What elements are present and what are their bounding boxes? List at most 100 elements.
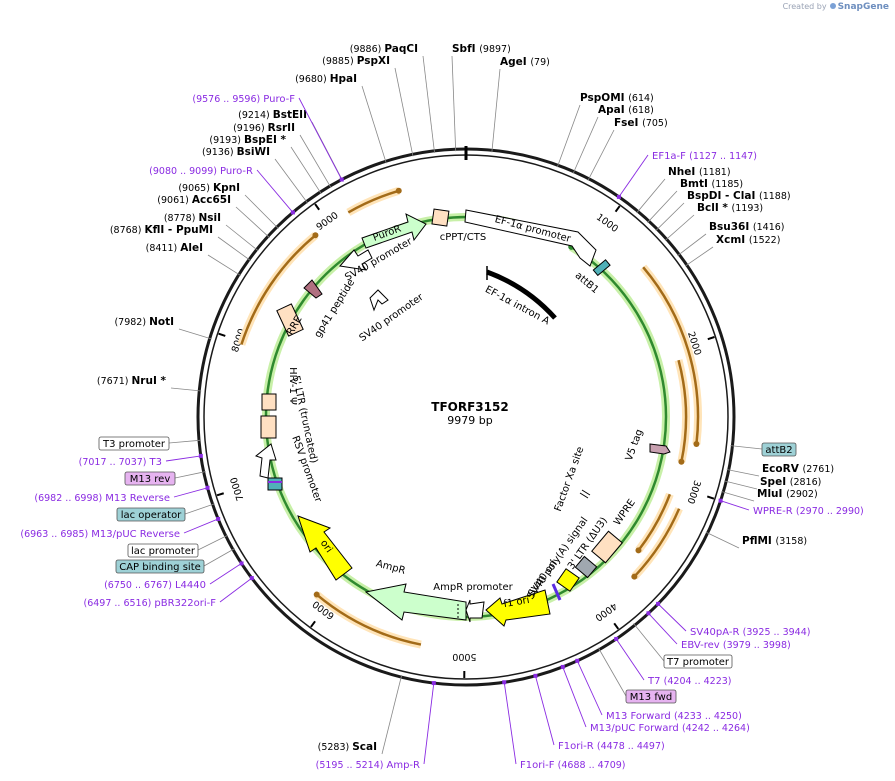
primer-label[interactable]: M13 Forward (4233 .. 4250) [606,711,742,722]
primer-mark [339,177,344,182]
tick-mark [707,336,715,341]
primer-leader-line [576,660,603,716]
box-leader-line [197,534,228,551]
restriction-site-label[interactable]: BspDI - ClaI (1188) [687,190,791,202]
site-leader-line [207,254,241,276]
tick-mark [614,205,621,213]
restriction-site-label[interactable]: (7671) NruI * [97,375,167,387]
boxed-feature-label[interactable]: T7 promoter [666,657,730,668]
box-leader-line [633,623,665,662]
snapgene-logo-icon [829,3,836,9]
primer-label[interactable]: (9080 .. 9099) Puro-R [149,166,253,177]
tick-label: 4000 [593,600,619,623]
primer-leader-line [165,455,201,462]
primer-mark [718,498,723,503]
feature-label[interactable]: V5 tag [624,428,646,463]
primer-label[interactable]: M13/pUC Forward (4242 .. 4264) [590,723,750,734]
box-leader-line [184,503,215,515]
restriction-site-label[interactable]: (8778) NsiI [164,212,221,224]
restriction-site-label[interactable]: (7982) NotI [114,316,174,328]
restriction-site-label[interactable]: FseI (705) [614,117,668,129]
site-leader-line [394,67,414,157]
restriction-site-label[interactable]: SpeI (2816) [760,476,821,488]
primer-label[interactable]: F1ori-F (4688 .. 4709) [520,760,626,771]
restriction-site-label[interactable]: (9065) KpnI [178,182,240,194]
feature-label[interactable]: f1 ori [503,595,531,610]
boxed-feature-label[interactable]: CAP binding site [119,562,201,573]
primer-label[interactable]: (7017 .. 7037) T3 [79,457,162,468]
feature-box [625,689,677,704]
restriction-site-label[interactable]: Bsu36I (1416) [709,221,785,233]
primer-leader-line [209,563,242,585]
restriction-site-label[interactable]: PflMI (3158) [742,535,807,547]
restriction-site-label[interactable]: (9193) BspEI * [209,134,286,146]
restriction-site-label[interactable]: MluI (2902) [757,488,818,500]
tick-mark [706,495,715,500]
restriction-site-label[interactable]: (9680) HpaI [295,73,357,85]
restriction-site-label[interactable]: (5283) ScaI [318,741,377,753]
restriction-site-label[interactable]: NheI (1181) [668,166,731,178]
site-leader-line [556,104,581,168]
orf-line [315,593,422,646]
primer-label[interactable]: (6497 .. 6516) pBR322ori-F [84,598,217,609]
orf-head [313,591,320,598]
feature-label[interactable]: HIV-1 Ψ [287,367,298,405]
restriction-site-label[interactable]: (9886) PaqCI [350,43,418,55]
site-leader-line [721,491,755,502]
primer-label[interactable]: SV40pA-R (3925 .. 3944) [690,627,810,638]
restriction-site-label[interactable]: XcmI (1522) [716,234,780,246]
primer-label[interactable]: (5195 .. 5214) Amp-R [316,760,420,771]
feature-box [124,471,176,486]
restriction-site-label[interactable]: BclI * (1193) [697,202,763,214]
restriction-site-label[interactable]: (9885) PspXI [322,55,390,67]
primer-label[interactable]: (6750 .. 6767) L4440 [104,580,206,591]
restriction-site-label[interactable]: SbfI (9897) [452,43,511,55]
tick-label: 7000 [229,476,247,502]
boxed-feature-label[interactable]: lac promoter [131,546,196,557]
primer-label[interactable]: EBV-rev (3979 .. 3998) [681,640,791,651]
orf-head [395,187,402,194]
boxed-feature-label[interactable]: attB2 [765,445,792,456]
site-leader-line [664,214,695,241]
box-leader-line [203,548,235,567]
restriction-site-label[interactable]: BmtI (1185) [680,178,743,190]
feature-label[interactable]: Factor Xa site [553,445,587,513]
boxed-feature-label[interactable]: lac operator [121,510,182,521]
feature-label[interactable]: cPPT/CTS [440,232,486,243]
restriction-site-label[interactable]: ApaI (618) [598,104,654,116]
primer-label[interactable]: (6982 .. 6998) M13 Reverse [34,493,170,504]
primer-label[interactable]: WPRE-R (2970 .. 2990) [753,506,864,517]
restriction-site-label[interactable]: (8411) AleI [146,242,203,254]
primer-label[interactable]: (9576 .. 9596) Puro-F [192,94,295,105]
site-leader-line [178,328,212,340]
primer-leader-line [657,603,687,632]
restriction-site-label[interactable]: (8768) KflI - PpuMI [110,224,213,236]
primer-label[interactable]: F1ori-R (4478 .. 4497) [558,741,665,752]
restriction-site-label[interactable]: (9136) BsiWI [202,146,270,158]
restriction-site-label[interactable]: (9196) RsrII [233,122,295,134]
feature-label[interactable]: SV40 promoter [357,291,426,344]
primer-label[interactable]: EF1a-F (1127 .. 1147) [652,151,757,162]
boxed-feature-label[interactable]: M13 fwd [630,692,672,703]
restriction-site-label[interactable]: AgeI (79) [500,56,550,68]
tick-label: 5000 [452,651,476,662]
boxed-feature-label[interactable]: T3 promoter [102,439,166,450]
feature-label[interactable]: AmpR [375,558,407,576]
restriction-site-label[interactable]: (9214) BstEII [238,109,307,121]
feature-label[interactable]: AmpR promoter [433,582,513,593]
site-leader-line [225,224,259,252]
site-leader-line [290,146,322,195]
primer-mark [646,611,651,616]
restriction-site-label[interactable]: PspOMI (614) [580,92,654,104]
primer-label[interactable]: (6963 .. 6985) M13/pUC Reverse [20,529,180,540]
sv40-promoter-arrow-2 [369,289,389,312]
boxed-feature-label[interactable]: M13 rev [130,474,171,485]
feature-box [761,442,797,457]
primer-leader-line [720,500,750,511]
restriction-site-label[interactable]: EcoRV (2761) [762,463,834,475]
primer-label[interactable]: T7 (4204 .. 4223) [647,676,732,687]
restriction-site-label[interactable]: (9061) Acc65I [157,194,231,206]
primer-leader-line [618,154,649,198]
